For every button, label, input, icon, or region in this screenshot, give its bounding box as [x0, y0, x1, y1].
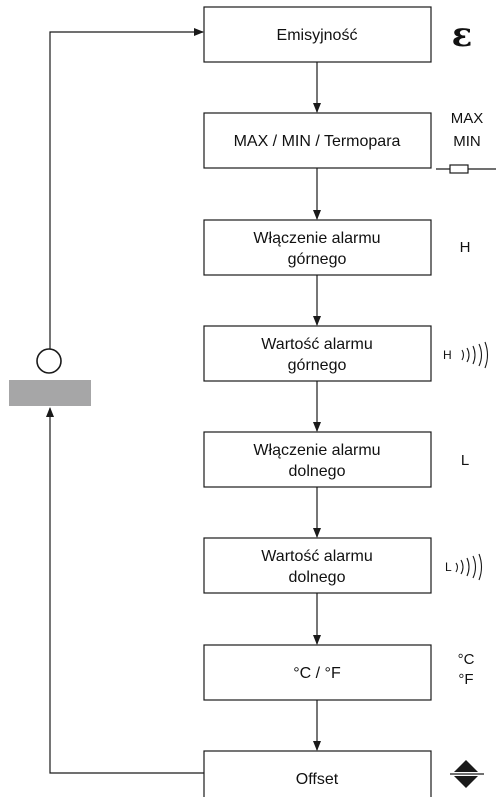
epsilon-icon: ε: [452, 15, 473, 55]
step-label-wartosc-alarmu-gornego-line2: górnego: [288, 357, 347, 374]
sound-waves-icon: [461, 341, 489, 369]
symbol-h-value: H: [443, 348, 452, 362]
step-label-wlaczenie-alarmu-dolnego-line1: Włączenie alarmu: [253, 442, 380, 459]
symbol-max: MAX: [451, 110, 484, 127]
step-label-wlaczenie-alarmu-gornego-line1: Włączenie alarmu: [253, 230, 380, 247]
sound-waves-icon: [455, 553, 483, 581]
step-box-offset: [203, 750, 432, 797]
step-label-max-min-termopara: MAX / MIN / Termopara: [234, 133, 401, 150]
step-label-wartosc-alarmu-dolnego-line1: Wartość alarmu: [261, 548, 372, 565]
step-box-wartosc-alarmu-dolnego: [203, 537, 432, 594]
symbol-h-enable: H: [460, 239, 471, 256]
circle-button-icon: [36, 348, 62, 374]
step-label-emisyjnosc: Emisyjność: [277, 27, 358, 44]
step-box-emisyjnosc: [203, 6, 432, 63]
step-label-wlaczenie-alarmu-dolnego-line2: dolnego: [289, 463, 346, 480]
step-box-max-min-termopara: [203, 112, 432, 169]
step-box-wlaczenie-alarmu-dolnego: [203, 431, 432, 488]
symbol-l-enable: L: [461, 452, 469, 469]
loop-top-line: [49, 28, 204, 350]
step-label-wartosc-alarmu-gornego-line1: Wartość alarmu: [261, 336, 372, 353]
loop-return-line: [46, 407, 204, 774]
button-bar: [9, 380, 91, 406]
step-label-celsius-fahrenheit: °C / °F: [293, 665, 341, 682]
step-box-wartosc-alarmu-gornego: [203, 325, 432, 382]
symbol-l-value: L: [445, 560, 452, 574]
step-label-offset: Offset: [296, 771, 339, 788]
thermocouple-icon: [436, 164, 496, 174]
step-label-wlaczenie-alarmu-gornego-line2: górnego: [288, 251, 347, 268]
step-label-wartosc-alarmu-dolnego-line2: dolnego: [289, 569, 346, 586]
symbol-celsius: °C: [458, 651, 475, 668]
symbol-min: MIN: [453, 133, 481, 150]
symbol-fahrenheit: °F: [458, 671, 473, 688]
up-down-arrows-icon: [450, 760, 484, 788]
step-box-wlaczenie-alarmu-gornego: [203, 219, 432, 276]
